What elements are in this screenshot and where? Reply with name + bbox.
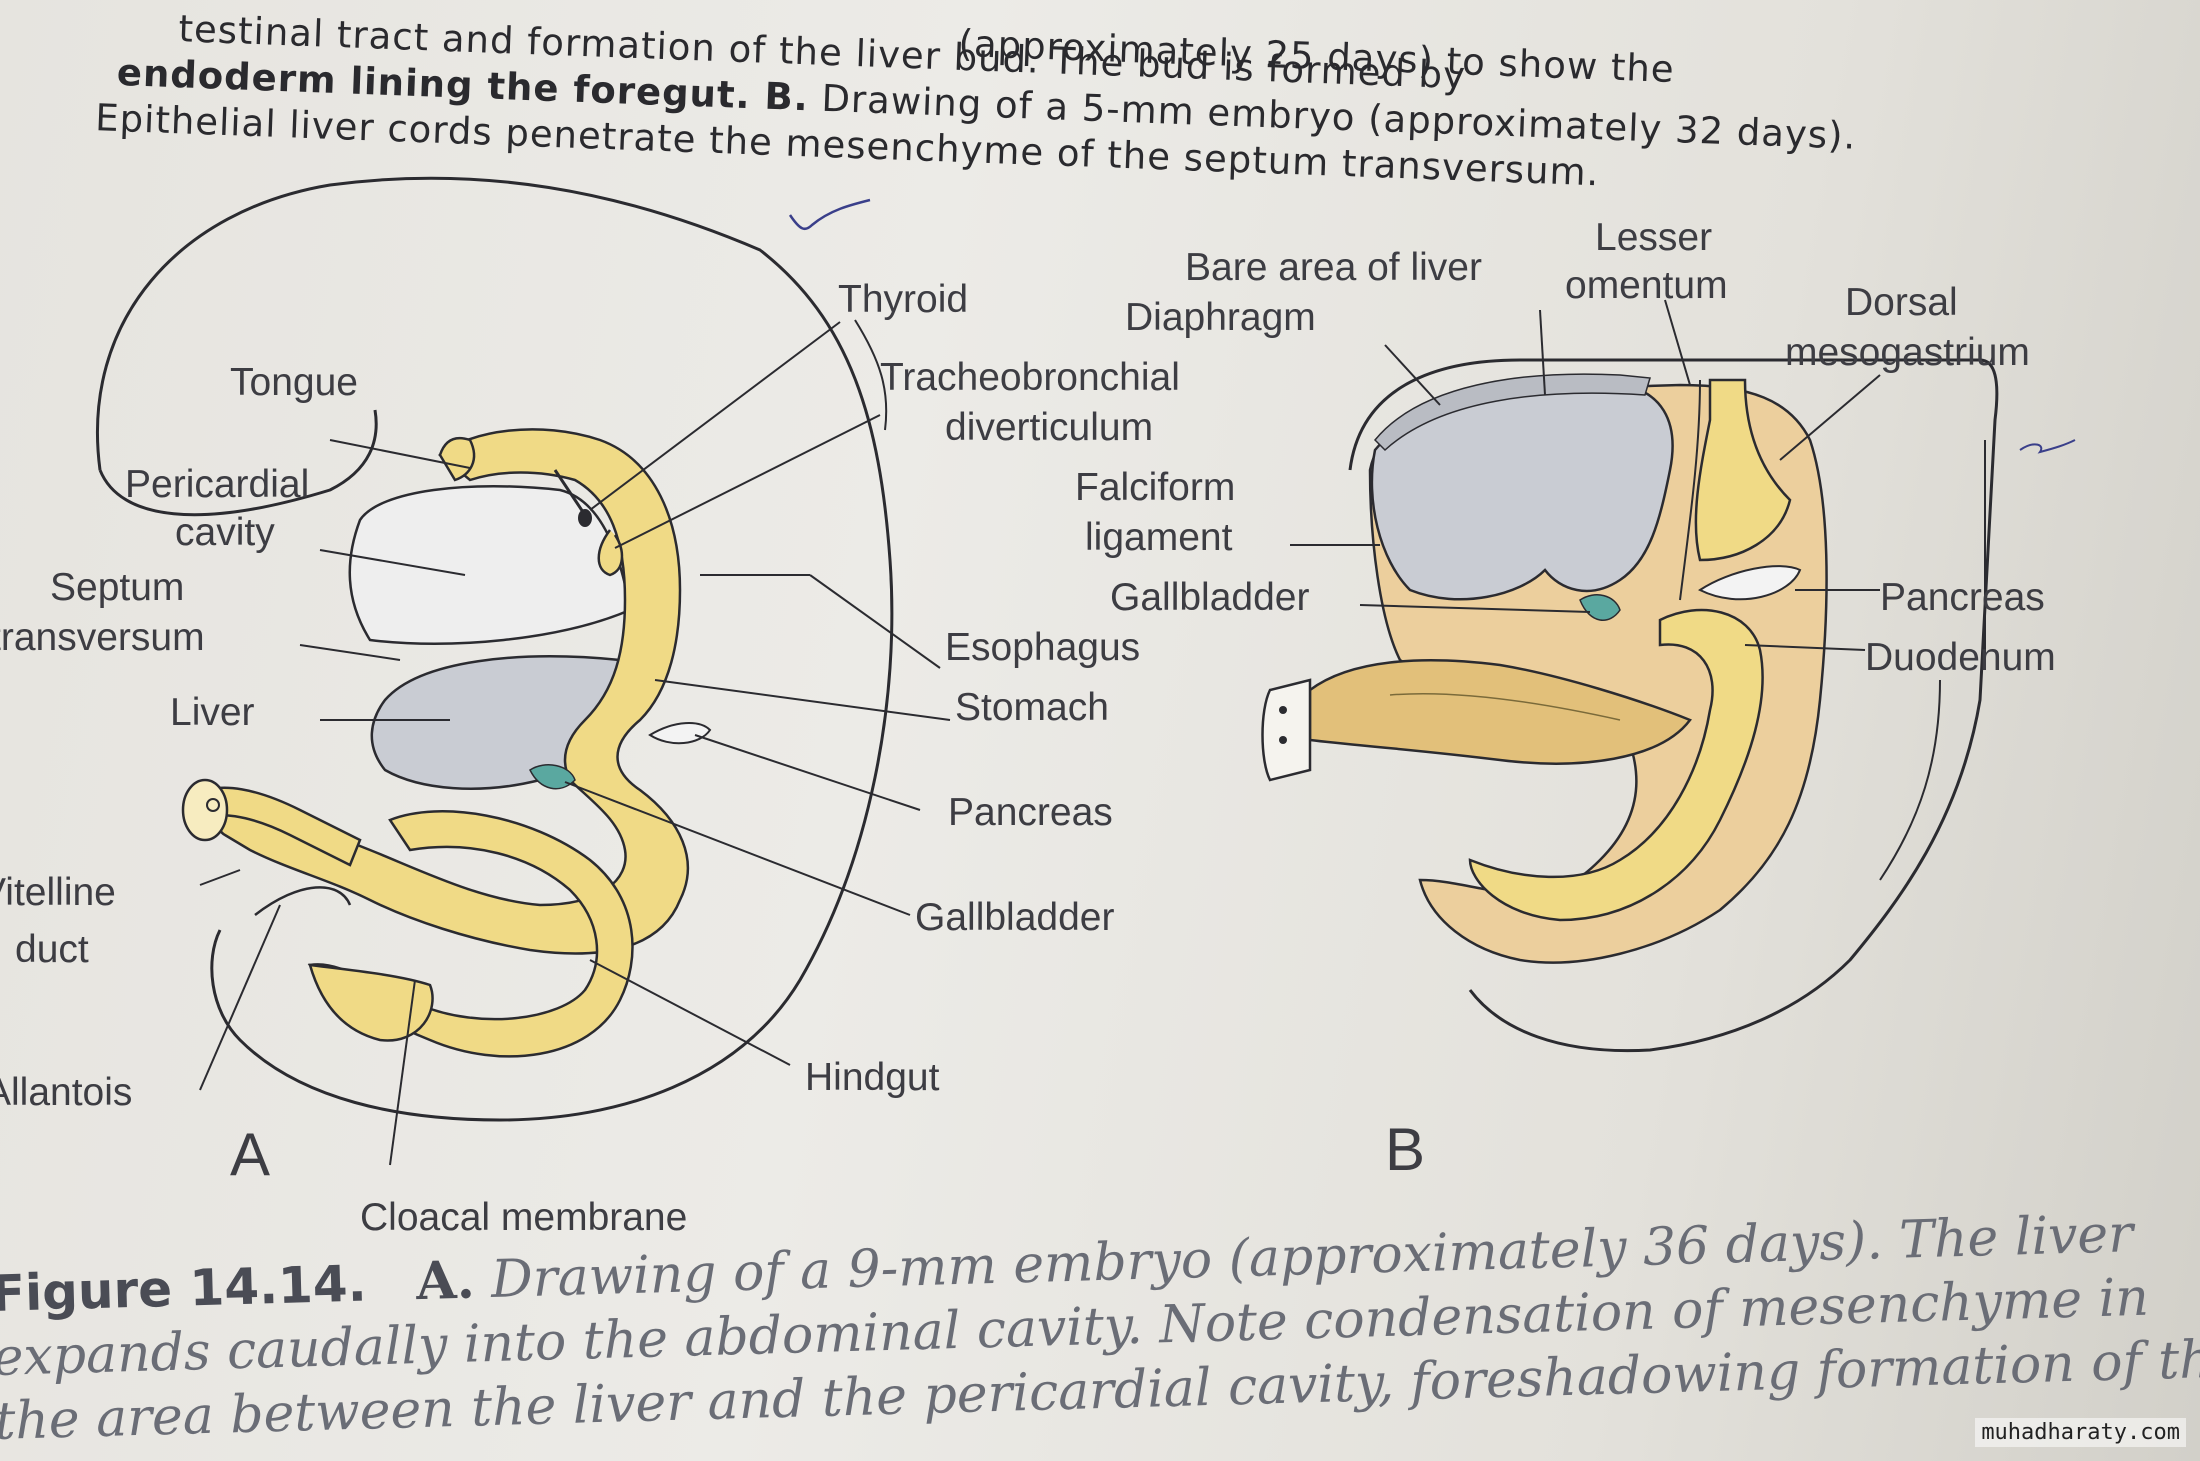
label-pericardial-2: cavity	[175, 511, 275, 554]
label-dorsal-1: Dorsal	[1845, 281, 1958, 324]
labels-a: Thyroid Tongue Tracheobronchial divertic…	[0, 278, 1180, 1239]
pancreas-b	[1698, 565, 1802, 601]
caption-label-a: A.	[415, 1249, 476, 1313]
leader-lines-b	[1290, 299, 1881, 651]
label-bare-area: Bare area of liver	[1185, 246, 1482, 289]
label-dorsal-2: mesogastrium	[1785, 331, 2030, 374]
label-liver-a: Liver	[170, 691, 255, 734]
label-diaphragm: Diaphragm	[1125, 296, 1316, 339]
label-duodenum: Duodenum	[1865, 636, 2056, 679]
label-septum-1: Septum	[50, 566, 184, 609]
label-cloacal-membrane: Cloacal membrane	[360, 1196, 687, 1239]
gallbladder-b	[1579, 594, 1621, 621]
label-tongue: Tongue	[230, 361, 358, 404]
figure-letter-b: B	[1385, 1116, 1425, 1183]
label-allantois: Allantois	[0, 1071, 132, 1114]
figure-b: Lesser omentum Bare area of liver Dorsal…	[1075, 216, 2056, 1183]
pen-mark-b	[2019, 439, 2076, 454]
tube-end-b	[1261, 678, 1312, 782]
label-hindgut: Hindgut	[805, 1056, 940, 1099]
label-lesser-1: Lesser	[1595, 216, 1712, 259]
vitelline-stump	[181, 778, 229, 842]
gallbladder-a	[529, 764, 576, 790]
embryo-a-outline	[95, 176, 894, 1122]
figure-number: Figure 14.14.	[0, 1254, 368, 1323]
duodenum-b	[1308, 659, 1692, 765]
label-stomach: Stomach	[955, 686, 1109, 729]
labels-b: Lesser omentum Bare area of liver Dorsal…	[1075, 216, 2056, 1183]
pericardial-outline	[98, 409, 378, 517]
label-vitelline-2: duct	[15, 928, 89, 971]
label-falciform-2: ligament	[1085, 516, 1233, 559]
label-pancreas-b: Pancreas	[1880, 576, 2045, 619]
label-thyroid: Thyroid	[838, 278, 968, 321]
embryo-b-outline	[1348, 358, 1999, 1053]
label-gallbladder-a: Gallbladder	[915, 896, 1114, 939]
label-lesser-2: omentum	[1565, 264, 1728, 307]
figure-letter-a: A	[230, 1121, 270, 1188]
gut-tube-a	[216, 428, 690, 955]
label-vitelline-1: Vitelline	[0, 871, 116, 914]
leader-lines-a	[199, 321, 951, 1166]
label-tracheobronchial-1: Tracheobronchial	[880, 356, 1180, 399]
allantois-a	[254, 886, 352, 916]
stomach-b	[1694, 378, 1792, 562]
tracheobronchial-diverticulum	[597, 529, 624, 577]
gut-b	[1468, 608, 1764, 922]
watermark: muhadharaty.com	[1975, 1418, 2186, 1447]
label-pericardial-1: Pericardial	[125, 463, 309, 506]
cloaca	[308, 963, 434, 1042]
label-gallbladder-b: Gallbladder	[1110, 576, 1309, 619]
label-pancreas-a: Pancreas	[948, 791, 1113, 834]
pancreas-a	[648, 722, 712, 745]
figure-a: Thyroid Tongue Tracheobronchial divertic…	[0, 176, 1180, 1239]
thyroid-a	[553, 469, 587, 516]
label-septum-2: transversum	[0, 616, 205, 659]
diaphragm	[1373, 373, 1651, 452]
tongue-a	[438, 436, 476, 482]
label-esophagus: Esophagus	[945, 626, 1140, 669]
pen-check-mark	[788, 198, 871, 231]
label-falciform-1: Falciform	[1075, 466, 1235, 509]
label-tracheobronchial-2: diverticulum	[945, 406, 1153, 449]
